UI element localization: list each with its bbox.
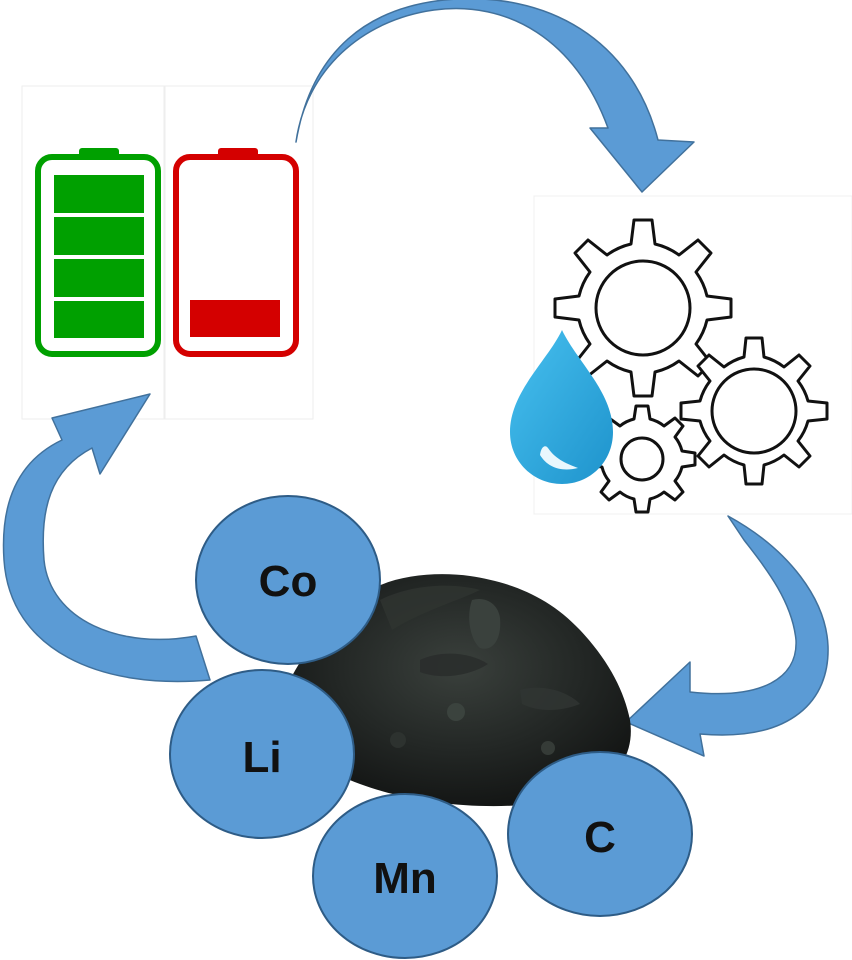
full-battery-icon [35,148,161,357]
element-li: Li [169,669,355,839]
empty-battery-icon [173,148,299,357]
arrow-right [625,515,829,757]
black-mass-powder [288,574,631,807]
battery-panel-right [164,85,314,420]
liquid-drop-icon [510,330,613,484]
element-co: Co [195,495,381,665]
gears-icon [553,218,829,514]
arrow-top [295,0,695,193]
arrow-left [2,393,211,683]
element-li-label: Li [242,733,281,782]
element-mn: Mn [312,793,498,959]
element-co-label: Co [259,557,318,606]
element-c-label: C [584,813,616,862]
element-circles: Co Li Mn C [169,495,693,959]
element-mn-label: Mn [373,854,437,903]
cycle-arrows [2,0,829,757]
process-panel [510,195,852,515]
element-c: C [507,751,693,917]
battery-panel-group [21,85,314,420]
